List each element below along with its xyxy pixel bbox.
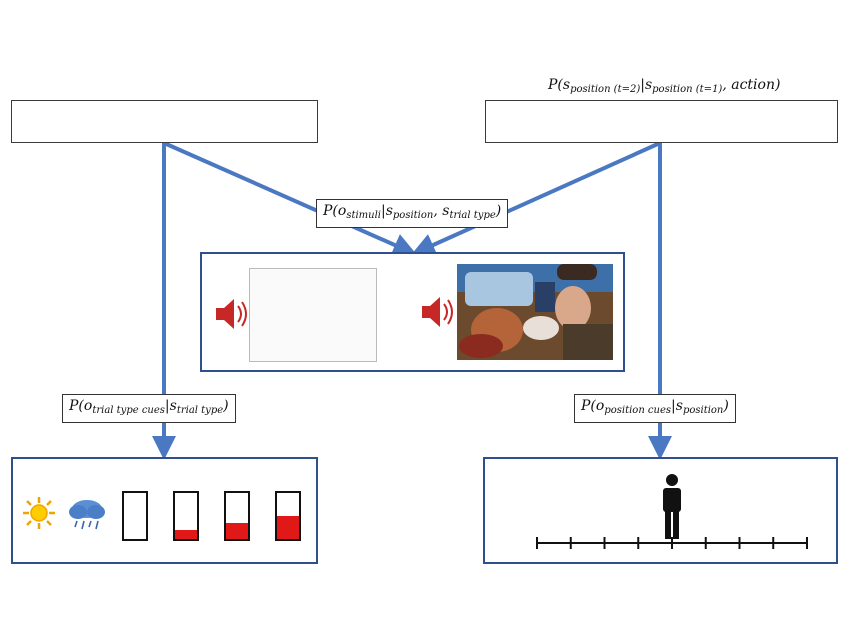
stimuli-panel	[200, 252, 625, 372]
arrow-left-to-stimuli	[163, 141, 417, 257]
stimulus-photo	[457, 264, 613, 360]
speaker-icon	[216, 299, 247, 329]
gauge-fill	[175, 529, 197, 539]
position-cues-panel	[483, 457, 838, 564]
rain-cloud-icon	[69, 500, 105, 530]
arrow-right-to-stimuli	[411, 141, 661, 257]
trial-type-state-box	[11, 100, 318, 143]
position-track	[536, 474, 808, 549]
gauge-fill	[277, 516, 299, 539]
speaker-icon	[422, 297, 453, 327]
level-gauge	[224, 491, 250, 541]
gauge-fill	[226, 522, 248, 539]
level-gauge	[173, 491, 199, 541]
trial-type-cues-panel	[11, 457, 318, 564]
sun-icon	[23, 497, 55, 529]
position-cues-label: P(oposition cues|sposition)	[574, 394, 736, 423]
blank-stimulus-frame	[249, 268, 377, 362]
person-icon	[663, 474, 681, 539]
trial-type-cues-label: P(otrial type cues|strial type)	[62, 394, 236, 423]
transition-probability-label: P(sposition (t=2)|sposition (t=1), actio…	[548, 77, 781, 95]
level-gauge	[122, 491, 148, 541]
stimuli-likelihood-label: P(ostimuli|sposition, strial type)	[316, 199, 509, 228]
level-gauge	[275, 491, 301, 541]
position-state-box	[485, 100, 838, 143]
